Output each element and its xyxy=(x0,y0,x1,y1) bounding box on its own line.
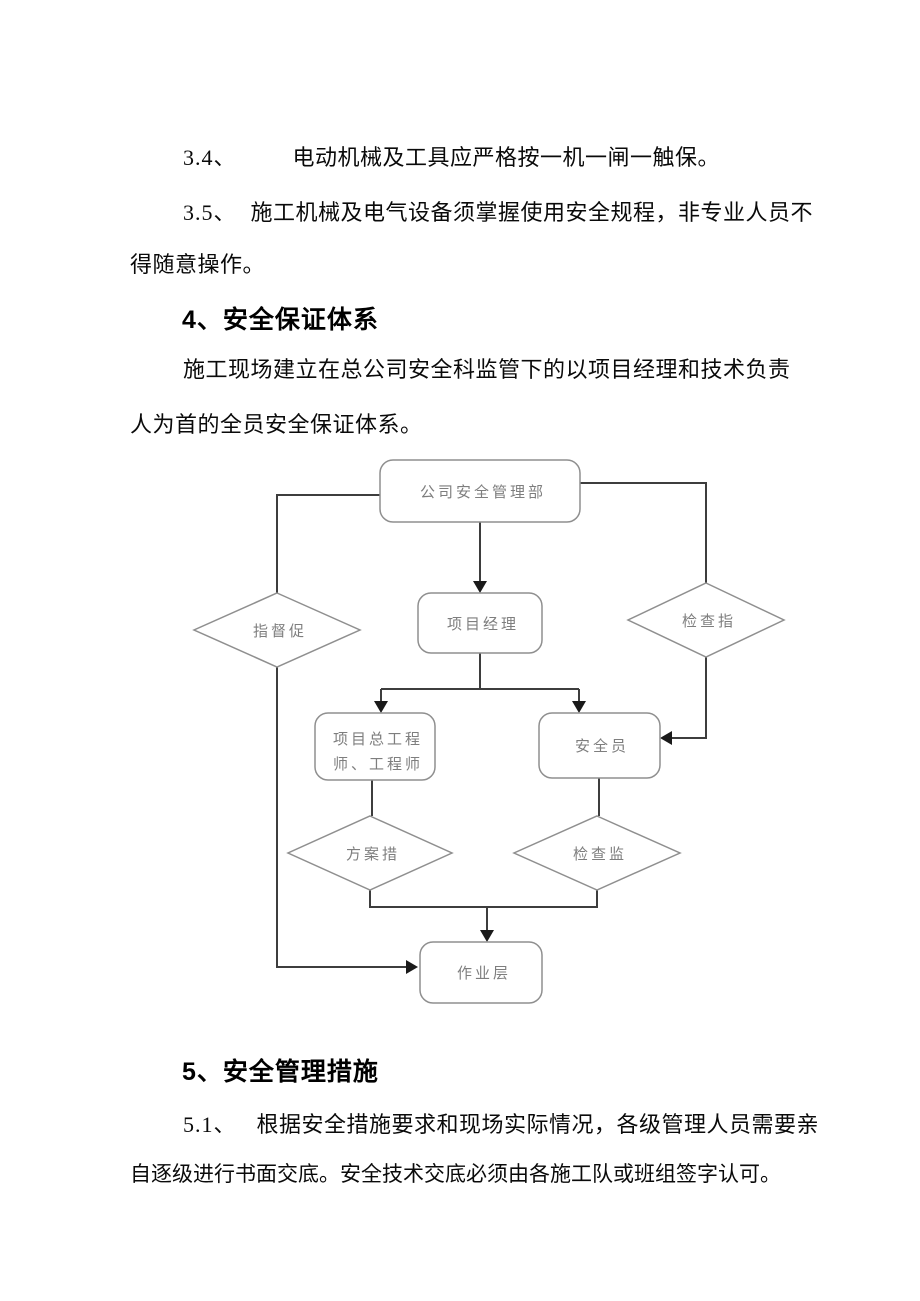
node-company-safety-dept-box xyxy=(379,459,581,523)
node-chief-engineer-box xyxy=(314,712,436,781)
arrow-down-icon xyxy=(480,930,494,942)
paragraph-4-line1: 施工现场建立在总公司安全科监管下的以项目经理和技术负责 xyxy=(183,357,791,382)
paragraph-3-5-line2: 得随意操作。 xyxy=(130,252,266,277)
paragraph-text: 电动机械及工具应严格按一机一闸一触保。 xyxy=(292,145,721,170)
connector-top-to-left-diamond xyxy=(276,494,380,593)
paragraph-4-line2: 人为首的全员安全保证体系。 xyxy=(130,412,423,437)
paragraph-number: 3.5、 xyxy=(183,200,237,225)
label-chief-engineer-line2: 师、工程师 xyxy=(333,756,423,773)
node-safety-officer-box xyxy=(538,712,661,779)
arrow-right-icon xyxy=(406,960,418,974)
flowchart-boxes xyxy=(314,459,661,1004)
node-inspect-supervise-diamond xyxy=(512,815,682,891)
label-project-manager: 项目经理 xyxy=(447,616,519,633)
node-plan-measures-diamond xyxy=(286,815,454,891)
section-heading-4: 4、安全保证体系 xyxy=(182,306,379,334)
paragraph-text: 根据安全措施要求和现场实际情况，各级管理人员需要亲 xyxy=(256,1112,820,1137)
section-heading-5: 5、安全管理措施 xyxy=(182,1058,379,1086)
label-company-safety-dept: 公司安全管理部 xyxy=(420,483,546,501)
label-work-layer: 作业层 xyxy=(457,965,511,982)
connector-top-to-right-diamond xyxy=(580,482,707,583)
paragraph-text: 施工机械及电气设备须掌握使用安全规程，非专业人员不 xyxy=(250,200,814,225)
label-chief-engineer-line1: 项目总工程 xyxy=(333,731,423,748)
connector-right-rail-to-safety-officer xyxy=(668,657,707,739)
arrow-down-icon xyxy=(374,701,388,713)
arrow-left-icon xyxy=(660,731,672,745)
flowchart-connectors xyxy=(276,482,707,968)
paragraph-3-5-line1: 3.5、施工机械及电气设备须掌握使用安全规程，非专业人员不 xyxy=(183,195,813,227)
paragraph-5-1-line1: 5.1、根据安全措施要求和现场实际情况，各级管理人员需要亲 xyxy=(183,1107,819,1139)
node-work-layer-box xyxy=(419,941,543,1004)
paragraph-number: 5.1、 xyxy=(183,1112,237,1137)
label-plan-measures: 方案措 xyxy=(346,845,400,863)
paragraph-number: 3.4、 xyxy=(183,145,237,170)
label-safety-officer: 安全员 xyxy=(575,737,629,755)
arrow-down-icon xyxy=(473,581,487,593)
connector-left-rail-to-worklayer xyxy=(276,667,410,968)
safety-assurance-flowchart: 公司安全管理部 项目经理 项目总工程 师、工程师 安全员 作业层 指督促 检查指… xyxy=(192,459,786,1004)
paragraph-3-4: 3.4、 电动机械及工具应严格按一机一闸一触保。 xyxy=(183,140,720,172)
label-guide-urge: 指督促 xyxy=(253,623,307,640)
flowchart-labels: 公司安全管理部 项目经理 项目总工程 师、工程师 安全员 作业层 指督促 检查指… xyxy=(253,483,736,982)
connector-merge-bar xyxy=(369,890,598,908)
flowchart-diamonds xyxy=(192,582,786,891)
node-inspect-guide-diamond xyxy=(626,582,786,658)
label-inspect-guide: 检查指 xyxy=(682,613,736,630)
label-inspect-supervise: 检查监 xyxy=(573,846,627,863)
arrow-down-icon xyxy=(572,701,586,713)
node-guide-urge-diamond xyxy=(192,592,362,668)
paragraph-5-1-line2: 自逐级进行书面交底。安全技术交底必须由各施工队或班组签字认可。 xyxy=(130,1162,781,1186)
node-project-manager-box xyxy=(417,592,543,654)
flowchart-arrowheads xyxy=(374,581,672,974)
